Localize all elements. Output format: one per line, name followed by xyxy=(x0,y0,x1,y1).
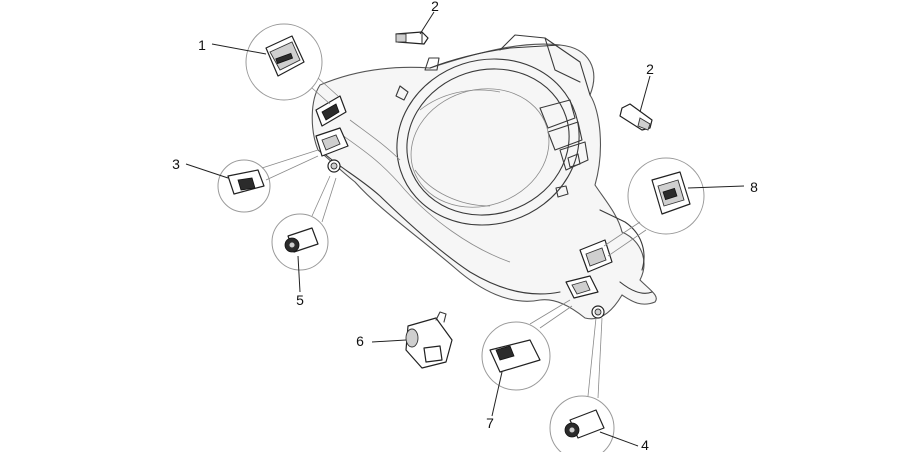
bulb-part-2-top xyxy=(395,31,429,45)
callout-3: 3 xyxy=(172,156,180,172)
handlebar-cover-body xyxy=(311,34,657,320)
detail-circle-5 xyxy=(271,175,337,271)
callout-7: 7 xyxy=(486,415,494,431)
detail-circle-3 xyxy=(217,149,319,213)
callout-6: 6 xyxy=(356,333,364,349)
callout-1: 1 xyxy=(198,37,206,53)
bulb-part-2-right xyxy=(619,103,653,131)
detail-circle-1 xyxy=(245,23,339,105)
callout-4: 4 xyxy=(641,437,649,452)
callout-5: 5 xyxy=(296,292,304,308)
leader-lines xyxy=(185,11,745,447)
detail-circle-8 xyxy=(603,157,705,257)
callout-2-right: 2 xyxy=(646,61,654,77)
callout-2-top: 2 xyxy=(431,0,439,14)
callout-labels: 1 2 2 3 5 6 7 8 4 xyxy=(172,0,758,452)
callout-8: 8 xyxy=(750,179,758,195)
ignition-switch-part-6 xyxy=(405,311,453,369)
detail-circle-4 xyxy=(549,317,615,452)
detail-circle-7 xyxy=(481,299,573,391)
